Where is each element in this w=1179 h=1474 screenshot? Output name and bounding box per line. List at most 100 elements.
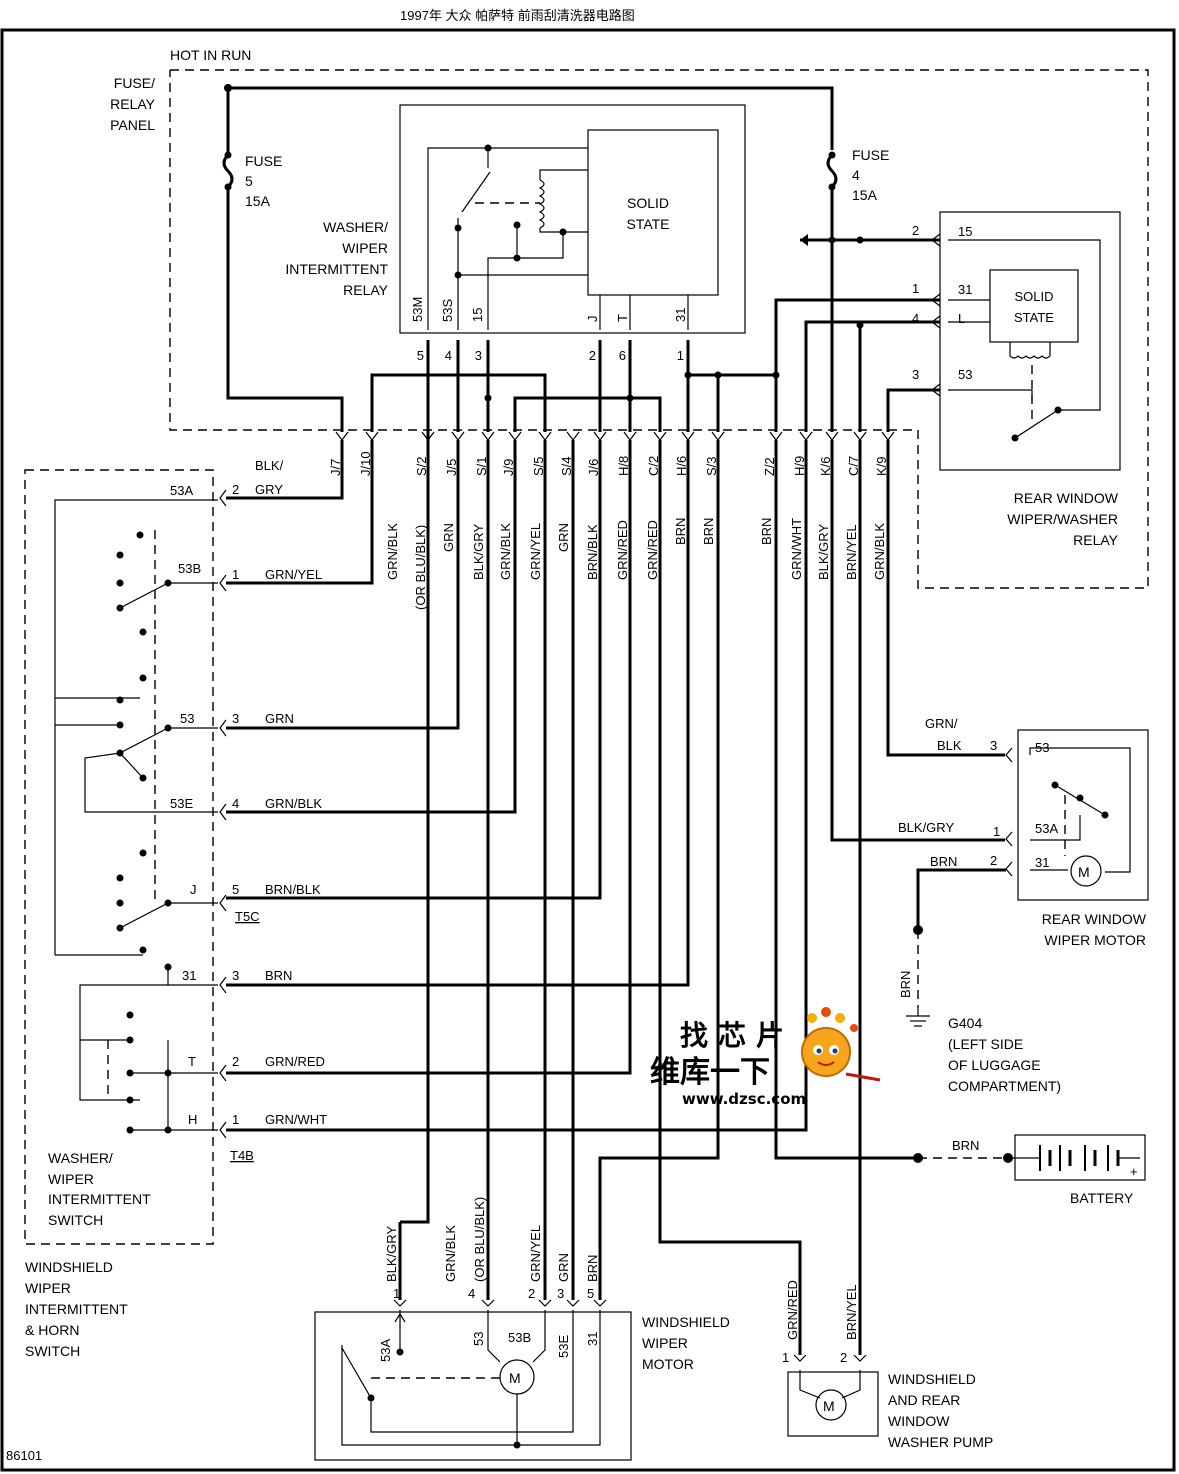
svg-text:C/7: C/7 <box>846 456 861 476</box>
svg-text:15: 15 <box>470 308 485 322</box>
svg-text:53B: 53B <box>508 1330 531 1345</box>
rear-relay-pins: 2 15 1 31 4 L 3 53 <box>912 223 972 382</box>
svg-text:J/7: J/7 <box>328 459 343 476</box>
svg-text:BRN: BRN <box>930 854 957 869</box>
rear-motor-box <box>1017 729 1149 901</box>
svg-text:GRN/WHT: GRN/WHT <box>265 1112 327 1127</box>
svg-text:RELAY: RELAY <box>110 96 156 112</box>
svg-text:BRN/BLK: BRN/BLK <box>585 524 600 580</box>
svg-text:FUSE/: FUSE/ <box>114 75 155 91</box>
svg-text:J/5: J/5 <box>444 459 459 476</box>
rear-relay-box <box>939 211 1121 471</box>
svg-text:GRN/YEL: GRN/YEL <box>528 1225 543 1282</box>
svg-text:BLK/GRY: BLK/GRY <box>384 1226 399 1282</box>
svg-text:K/9: K/9 <box>874 456 889 476</box>
svg-text:31: 31 <box>182 968 196 983</box>
svg-text:53A: 53A <box>170 483 193 498</box>
svg-text:S/5: S/5 <box>531 456 546 476</box>
svg-text:S/3: S/3 <box>704 456 719 476</box>
svg-text:53M: 53M <box>410 297 425 322</box>
svg-text:L: L <box>958 311 965 326</box>
battery-cells <box>1008 1145 1140 1171</box>
svg-text:2: 2 <box>990 853 997 868</box>
relay-pins: 5 4 3 2 6 1 <box>417 348 684 363</box>
svg-text:GRN/RED: GRN/RED <box>785 1280 800 1340</box>
svg-text:芯: 芯 <box>718 1019 746 1052</box>
fuse-relay-panel-outline <box>169 69 1149 589</box>
svg-text:(OR BLU/BLK): (OR BLU/BLK) <box>413 525 428 610</box>
wiper-motor-box <box>314 1311 632 1461</box>
svg-text:PANEL: PANEL <box>110 117 155 133</box>
switch-label: WASHER/ WIPER INTERMITTENT SWITCH <box>48 1150 151 1228</box>
svg-text:53E: 53E <box>556 1335 571 1358</box>
svg-text:WIPER: WIPER <box>642 1335 688 1351</box>
rear-relay-solid-state <box>989 269 1079 343</box>
switch-assembly-outline <box>24 469 214 1245</box>
svg-text:1: 1 <box>912 281 919 296</box>
svg-text:COMPARTMENT): COMPARTMENT) <box>948 1078 1061 1094</box>
svg-text:GRN/BLK: GRN/BLK <box>872 523 887 580</box>
svg-text:BLK/GRY: BLK/GRY <box>816 524 831 580</box>
svg-text:3: 3 <box>232 968 239 983</box>
svg-text:WINDSHIELD: WINDSHIELD <box>888 1371 976 1387</box>
svg-text:(LEFT SIDE: (LEFT SIDE <box>948 1036 1023 1052</box>
svg-text:INTERMITTENT: INTERMITTENT <box>285 261 388 277</box>
rear-motor-pins: GRN/ BLK 3 53 BLK/GRY 1 53A BRN 2 31 <box>898 716 1058 870</box>
svg-text:4: 4 <box>852 167 860 183</box>
svg-text:31: 31 <box>585 1332 600 1346</box>
svg-text:4: 4 <box>445 348 452 363</box>
svg-text:4: 4 <box>912 311 919 326</box>
svg-text:GRN/BLK: GRN/BLK <box>443 1225 458 1282</box>
svg-text:J: J <box>585 316 600 323</box>
svg-text:WIPER: WIPER <box>342 240 388 256</box>
svg-text:RELAY: RELAY <box>1073 532 1119 548</box>
svg-text:4: 4 <box>468 1286 475 1301</box>
wiper-motor-label: WINDSHIELD WIPER MOTOR <box>642 1314 730 1372</box>
svg-text:2: 2 <box>912 223 919 238</box>
svg-text:SWITCH: SWITCH <box>25 1343 80 1359</box>
diagram-frame <box>0 28 1176 1472</box>
svg-text:Z/2: Z/2 <box>762 457 777 476</box>
svg-text:GRN/BLK: GRN/BLK <box>498 523 513 580</box>
svg-text:GRY: GRY <box>255 482 283 497</box>
svg-text:www.dzsc.com: www.dzsc.com <box>682 1090 806 1108</box>
hot-in-run-label: HOT IN RUN <box>170 47 251 63</box>
svg-text:& HORN: & HORN <box>25 1322 79 1338</box>
svg-text:53E: 53E <box>170 796 193 811</box>
svg-text:53A: 53A <box>1035 821 1058 836</box>
pump-label: WINDSHIELD AND REAR WINDOW WASHER PUMP <box>888 1371 993 1450</box>
svg-text:53B: 53B <box>178 561 201 576</box>
svg-text:H/6: H/6 <box>674 456 689 476</box>
svg-text:BRN/YEL: BRN/YEL <box>844 1284 859 1340</box>
svg-text:(OR BLU/BLK): (OR BLU/BLK) <box>472 1197 487 1282</box>
svg-text:1: 1 <box>232 1112 239 1127</box>
svg-text:BLK/GRY: BLK/GRY <box>471 524 486 580</box>
svg-text:AND REAR: AND REAR <box>888 1392 960 1408</box>
svg-text:J/10: J/10 <box>358 451 373 476</box>
svg-text:BLK: BLK <box>937 738 962 753</box>
svg-text:MOTOR: MOTOR <box>642 1356 694 1372</box>
svg-text:BRN: BRN <box>265 968 292 983</box>
svg-text:GRN/BLK: GRN/BLK <box>385 523 400 580</box>
svg-text:J/6: J/6 <box>586 459 601 476</box>
svg-text:WINDSHIELD: WINDSHIELD <box>25 1259 113 1275</box>
svg-text:K/6: K/6 <box>818 456 833 476</box>
rear-motor-symbol <box>1070 855 1102 887</box>
svg-text:5: 5 <box>245 173 253 189</box>
t4b-label: T4B <box>230 1148 254 1163</box>
svg-text:2: 2 <box>528 1286 535 1301</box>
svg-text:1: 1 <box>232 567 239 582</box>
watermark-logo: 找 芯 片 维库一下 www.dzsc.com <box>650 1007 881 1108</box>
svg-text:STATE: STATE <box>626 216 669 232</box>
svg-text:GRN: GRN <box>441 523 456 552</box>
svg-text:BRN: BRN <box>673 518 688 545</box>
panel-connector-row: J/7 J/10 S/2 J/5 S/1 J/9 S/5 S/4 J/6 H/8… <box>328 431 895 476</box>
svg-text:GRN: GRN <box>265 711 294 726</box>
fuse-5-wire <box>226 187 344 432</box>
ground-label: G404 (LEFT SIDE OF LUGGAGE COMPARTMENT) <box>948 1015 1061 1094</box>
svg-text:INTERMITTENT: INTERMITTENT <box>25 1301 128 1317</box>
svg-text:1: 1 <box>393 1286 400 1301</box>
relay-contact-arm <box>461 171 491 213</box>
svg-text:H/9: H/9 <box>792 456 807 476</box>
